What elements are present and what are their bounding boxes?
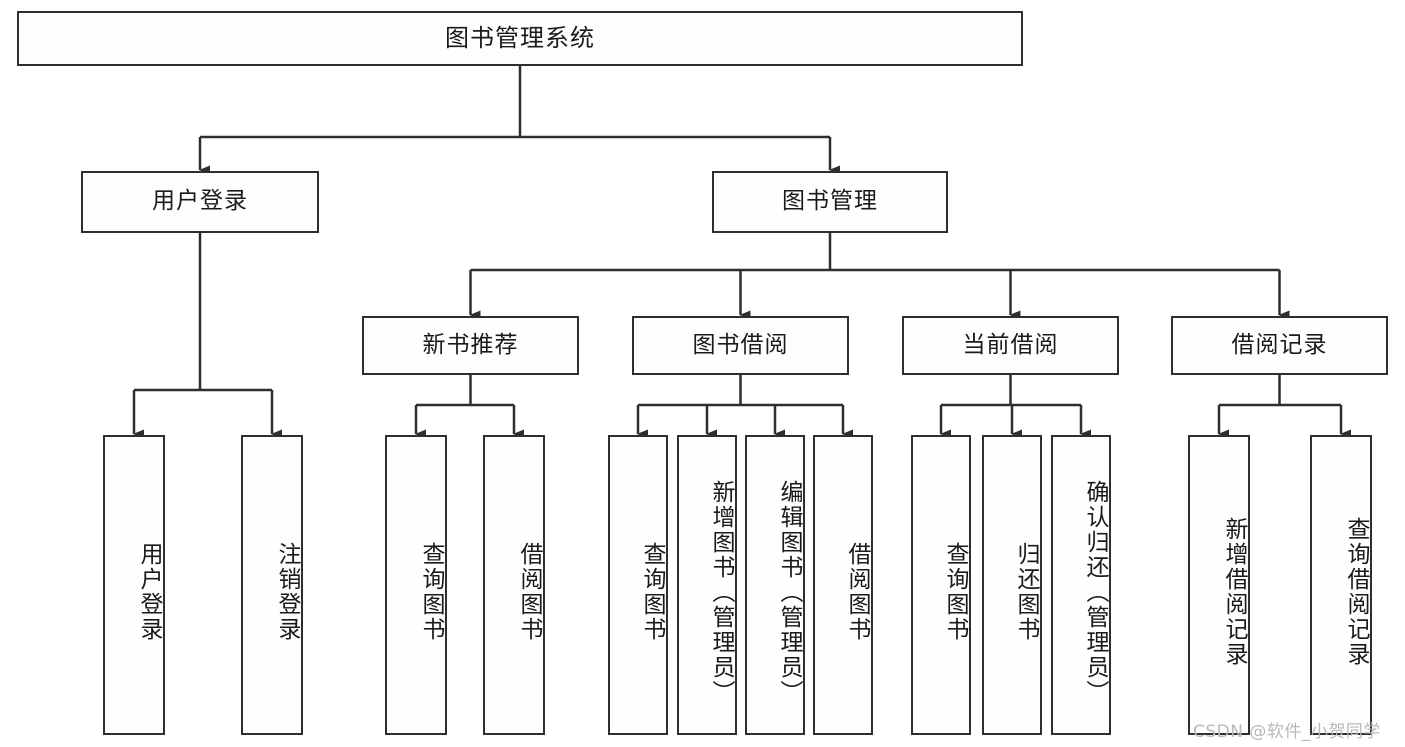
node-leaf-confirm-return[interactable]: 确认归还（管理员） (1051, 435, 1111, 735)
node-label: 新增图书（管理员） (708, 479, 734, 705)
node-label: 用户登录 (136, 542, 162, 642)
node-borrow-record[interactable]: 借阅记录 (1171, 316, 1388, 375)
node-book-manage[interactable]: 图书管理 (712, 171, 948, 233)
node-leaf-query-book-1[interactable]: 查询图书 (385, 435, 447, 735)
node-label: 新增借阅记录 (1221, 517, 1247, 667)
node-label: 注销登录 (274, 542, 300, 642)
node-label: 归还图书 (1013, 542, 1039, 642)
node-label: 查询借阅记录 (1343, 517, 1369, 667)
node-current-borrow[interactable]: 当前借阅 (902, 316, 1119, 375)
node-leaf-borrow-book-1[interactable]: 借阅图书 (483, 435, 545, 735)
node-label: 当前借阅 (962, 331, 1059, 358)
node-leaf-query-book-3[interactable]: 查询图书 (911, 435, 971, 735)
node-label: 查询图书 (942, 542, 968, 642)
node-leaf-user-login[interactable]: 用户登录 (103, 435, 165, 735)
node-label: 借阅图书 (516, 542, 542, 642)
node-label: 图书借阅 (692, 331, 789, 358)
watermark-text: CSDN @软件_小贺同学 (1193, 722, 1381, 742)
node-leaf-add-record[interactable]: 新增借阅记录 (1188, 435, 1250, 735)
node-label: 查询图书 (418, 542, 444, 642)
node-new-book-rec[interactable]: 新书推荐 (362, 316, 579, 375)
node-label: 借阅图书 (844, 542, 870, 642)
node-label: 编辑图书（管理员） (776, 479, 802, 705)
node-label: 图书管理 (782, 188, 878, 215)
node-leaf-borrow-book-2[interactable]: 借阅图书 (813, 435, 873, 735)
node-label: 确认归还（管理员） (1082, 479, 1108, 705)
node-leaf-return-book[interactable]: 归还图书 (982, 435, 1042, 735)
node-label: 借阅记录 (1231, 331, 1328, 358)
node-label: 查询图书 (639, 542, 665, 642)
node-root[interactable]: 图书管理系统 (17, 11, 1023, 66)
node-leaf-query-record[interactable]: 查询借阅记录 (1310, 435, 1372, 735)
node-label: 图书管理系统 (445, 24, 595, 53)
node-leaf-add-book[interactable]: 新增图书（管理员） (677, 435, 737, 735)
node-leaf-edit-book[interactable]: 编辑图书（管理员） (745, 435, 805, 735)
node-leaf-logout[interactable]: 注销登录 (241, 435, 303, 735)
node-user-login[interactable]: 用户登录 (81, 171, 319, 233)
node-leaf-query-book-2[interactable]: 查询图书 (608, 435, 668, 735)
node-label: 新书推荐 (422, 331, 519, 358)
wire-group (132, 66, 1351, 439)
node-book-borrow[interactable]: 图书借阅 (632, 316, 849, 375)
node-label: 用户登录 (152, 188, 248, 215)
